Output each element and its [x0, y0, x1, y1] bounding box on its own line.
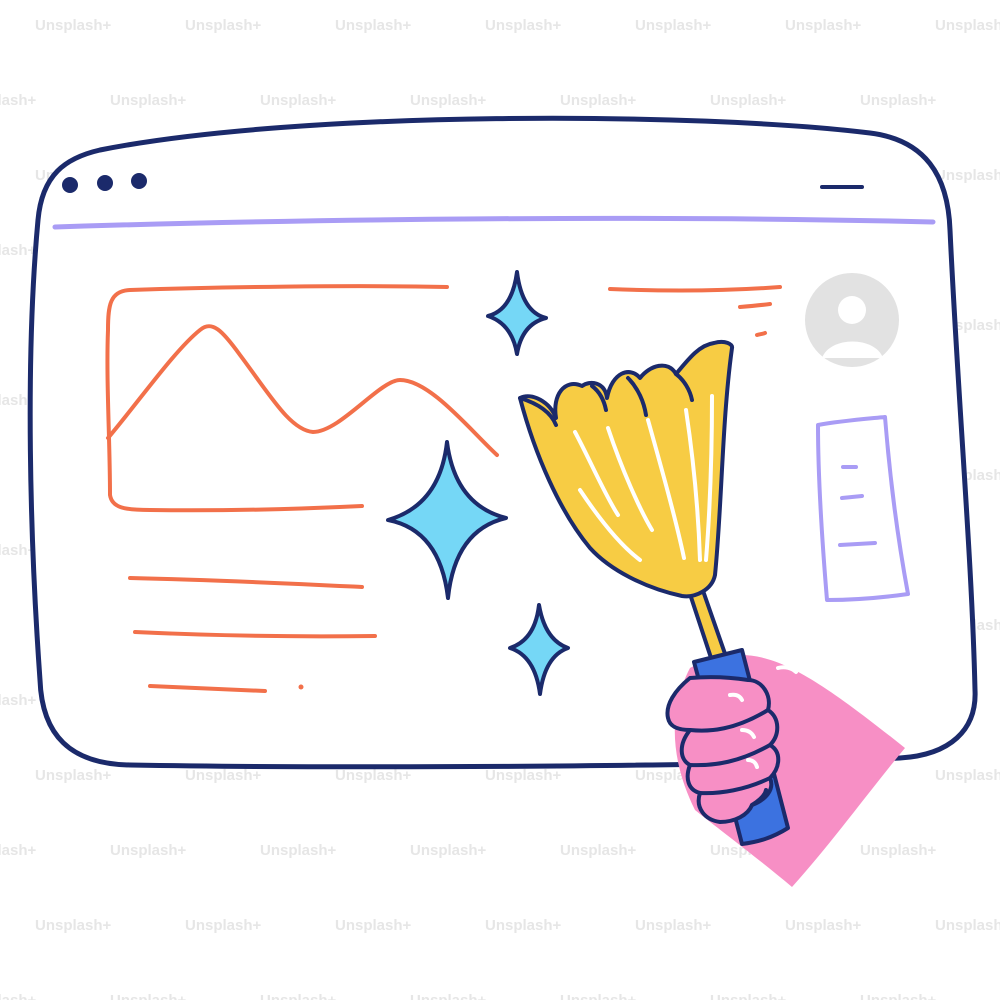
window-dot-maximize[interactable] — [131, 173, 147, 189]
watermark-text: Unsplash+ — [935, 767, 1000, 784]
avatar-head — [838, 296, 866, 324]
watermark-text: Unsplash+ — [185, 17, 262, 34]
watermark-text: Unsplash+ — [0, 842, 37, 859]
text-line — [738, 302, 772, 309]
watermark-text: Unsplash+ — [0, 542, 37, 559]
watermark-text: Unsplash+ — [935, 167, 1000, 184]
chart-box — [105, 284, 449, 513]
watermark-text: Unsplash+ — [410, 92, 487, 109]
hand-knuckles — [688, 708, 772, 807]
sparkle-icon — [508, 603, 570, 696]
watermark-text: Unsplash+ — [110, 842, 187, 859]
text-line — [608, 285, 782, 293]
watermark-text: Unsplash+ — [110, 992, 187, 1000]
sidebar-line — [840, 494, 864, 500]
header-divider — [52, 215, 936, 230]
watermark-text: Unsplash+ — [710, 92, 787, 109]
watermark-text: Unsplash+ — [560, 92, 637, 109]
watermark-text: Unsplash+ — [710, 992, 787, 1000]
watermark-text: Unsplash+ — [260, 92, 337, 109]
watermark-text: Unsplash+ — [335, 767, 412, 784]
hand-icon — [665, 648, 905, 887]
text-line — [128, 576, 364, 589]
watermark-text: Unsplash+ — [260, 992, 337, 1000]
header-text-lines — [608, 285, 782, 337]
duster-highlights — [573, 394, 714, 562]
watermark-text: Unsplash+ — [935, 17, 1000, 34]
watermark-text: Unsplash+ — [335, 17, 412, 34]
watermark-text: Unsplash+ — [0, 992, 37, 1000]
watermark-text: Unsplash+ — [35, 767, 112, 784]
text-line — [148, 684, 267, 693]
watermark-text: Unsplash+ — [860, 842, 937, 859]
text-dot — [298, 684, 304, 690]
watermark-text: Unsplash+ — [560, 992, 637, 1000]
watermark-text: Unsplash+ — [560, 842, 637, 859]
text-line — [133, 630, 377, 639]
watermark-text: Unsplash+ — [485, 17, 562, 34]
browser-window-frame — [27, 115, 978, 770]
window-dot-minimize[interactable] — [97, 175, 113, 191]
watermark-text: Unsplash+ — [0, 392, 37, 409]
sidebar-lines — [838, 465, 877, 547]
watermark-text: Unsplash+ — [260, 842, 337, 859]
avatar-icon[interactable] — [805, 273, 899, 367]
watermark-text: Unsplash+ — [110, 92, 187, 109]
window-dot-close[interactable] — [62, 177, 78, 193]
sidebar-panel — [816, 415, 910, 602]
duster-feather-tips — [518, 372, 694, 427]
watermark-text: Unsplash+ — [410, 992, 487, 1000]
watermark-text: Unsplash+ — [935, 917, 1000, 934]
sparkle-icon — [486, 270, 548, 356]
watermark-text: Unsplash+ — [335, 917, 412, 934]
watermark-text: Unsplash+ — [860, 92, 937, 109]
watermark-text: Unsplash+ — [485, 767, 562, 784]
text-line — [755, 331, 767, 337]
watermark-text: Unsplash+ — [785, 917, 862, 934]
sidebar-line — [838, 541, 877, 547]
watermark-text: Unsplash+ — [635, 17, 712, 34]
watermark-text: Unsplash+ — [35, 917, 112, 934]
watermark-text: Unsplash+ — [185, 767, 262, 784]
watermark-text: Unsplash+ — [0, 92, 37, 109]
hand-highlights — [728, 665, 798, 769]
watermark-text: Unsplash+ — [0, 242, 37, 259]
avatar-body — [822, 341, 883, 358]
watermark-text: Unsplash+ — [485, 917, 562, 934]
watermark-text: Unsplash+ — [635, 917, 712, 934]
sparkle-icon — [386, 440, 508, 600]
watermark-text: Unsplash+ — [410, 842, 487, 859]
feather-duster-icon — [518, 339, 735, 675]
watermark-text: Unsplash+ — [35, 17, 112, 34]
window-dots-icon — [62, 173, 147, 193]
chart-line — [106, 324, 499, 457]
watermark-text: Unsplash+ — [185, 917, 262, 934]
watermark-text: Unsplash+ — [785, 17, 862, 34]
watermark-text: Unsplash+ — [860, 992, 937, 1000]
watermark-text: Unsplash+ — [0, 692, 37, 709]
text-lines — [128, 576, 377, 693]
